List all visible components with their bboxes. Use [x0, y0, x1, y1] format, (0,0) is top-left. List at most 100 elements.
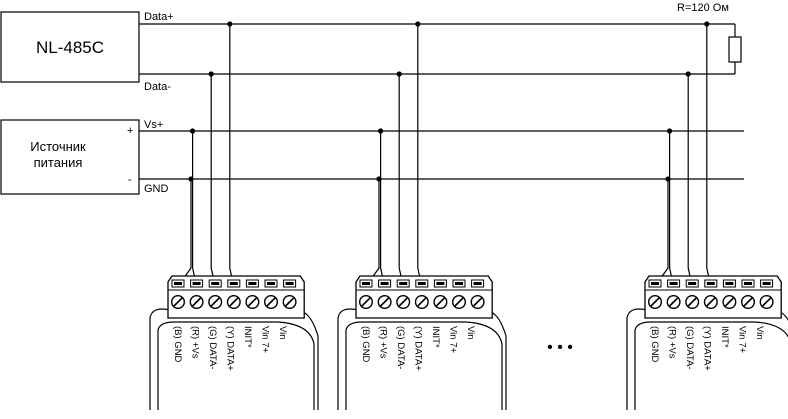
module-1-screw-slot-2 — [192, 297, 202, 307]
module-3: (B) GND(R) +Vs(G) DATA-(Y) DATA+INIT*Vin… — [626, 21, 788, 410]
bus-lines — [139, 23, 744, 180]
module-1-terminal-label-7: Vin — [277, 326, 288, 340]
module-1-junction-vs — [190, 128, 196, 134]
module-2-wire-gnd — [365, 179, 380, 287]
power-supply-label-line1: Источник — [30, 139, 86, 154]
module-1-slot-inner-2 — [192, 282, 201, 285]
module-2-terminal-label-4: (Y) DATA+ — [413, 326, 424, 371]
module-3-slot-inner-3 — [688, 282, 697, 285]
module-1-terminal-label-4: (Y) DATA+ — [225, 326, 236, 371]
module-2-screw-slot-1 — [361, 297, 371, 307]
power-supply-block: Источник питания + - Vs+ GND — [0, 119, 169, 195]
module-2-terminal-label-5: INIT* — [430, 326, 441, 348]
module-1-terminal-label-3: (G) DATA- — [207, 326, 218, 369]
module-3-screw-slot-7 — [762, 297, 772, 307]
resistor-label: R=120 Ом — [677, 2, 729, 14]
module-2-terminal-label-1: (B) GND — [360, 326, 371, 363]
module-3-slot-inner-5 — [725, 282, 734, 285]
module-3-wire-dataMinus — [687, 74, 693, 287]
module-2-screw-slot-4 — [417, 297, 427, 307]
module-3-slot-inner-2 — [669, 282, 678, 285]
module-1-screw-slot-4 — [229, 297, 239, 307]
module-1-slot-inner-1 — [174, 282, 182, 285]
gnd-label: GND — [144, 183, 169, 195]
module-2-slot-inner-3 — [399, 282, 408, 285]
module-2-screw-slot-7 — [473, 297, 483, 307]
module-3-terminal-label-3: (G) DATA- — [684, 326, 695, 369]
module-3-terminal-label-7: Vin — [754, 326, 765, 340]
module-1-terminal-label-5: INIT* — [242, 326, 253, 348]
module-2-slot-inner-6 — [455, 282, 463, 285]
module-2-screw-slot-3 — [398, 297, 408, 307]
module-3-slot-inner-7 — [762, 282, 771, 285]
module-1-screw-slot-6 — [266, 297, 276, 307]
module-1-screw-slot-1 — [173, 297, 183, 307]
power-supply-label-line2: питания — [34, 155, 83, 170]
module-1-wire-dataPlus — [229, 24, 235, 287]
module-1-terminal-label-2: (R) +Vs — [190, 326, 201, 359]
module-2-slot-inner-7 — [473, 282, 482, 285]
module-3-screw-slot-4 — [706, 297, 716, 307]
module-1-terminal-label-1: (B) GND — [172, 326, 183, 363]
module-2-card-inner — [345, 321, 503, 410]
module-2-wire-vs — [380, 131, 386, 287]
module-1-slot-inner-3 — [211, 282, 220, 285]
module-1-terminal-label-6: Vin 7+ — [260, 326, 271, 353]
module-1-junction-dataPlus — [227, 21, 233, 27]
module-2: (B) GND (R) +Vs (G) DATA- (Y) DATA+ INIT* Vin… — [337, 21, 507, 410]
module-3-wire-gnd — [654, 179, 669, 287]
terminating-resistor — [728, 24, 742, 74]
module-3-terminal-label-4: (Y) DATA+ — [702, 326, 713, 371]
module-3-slot-inner-1 — [651, 282, 659, 285]
module-3-screw-slot-3 — [687, 297, 697, 307]
module-3-junction-dataPlus — [704, 21, 710, 27]
module-3-terminal-label-6: Vin 7+ — [737, 326, 748, 353]
module-1-slot-inner-5 — [248, 282, 257, 285]
module-1-slot-inner-6 — [267, 282, 275, 285]
module-1-card-inner — [157, 321, 315, 410]
module-1-wire-dataMinus — [210, 74, 216, 287]
module-1-wire-gnd — [177, 179, 192, 287]
module-3-screw-slot-1 — [650, 297, 660, 307]
module-2-terminal-label-6: Vin 7+ — [448, 326, 459, 353]
module-3-terminal-label-2: (R) +Vs — [667, 326, 678, 359]
module-2-terminal-label-2: (R) +Vs — [378, 326, 389, 359]
module-2-screw-slot-5 — [435, 297, 445, 307]
module-2-terminal-label-3: (G) DATA- — [395, 326, 406, 369]
module-1-wire-vs — [192, 131, 198, 287]
module-2-screw-slot-2 — [380, 297, 390, 307]
minus-terminal-mark: - — [128, 174, 132, 186]
module-3-slot-inner-6 — [744, 282, 752, 285]
power-supply-box — [0, 119, 140, 195]
module-1-screw-slot-3 — [210, 297, 220, 307]
module-3-wire-dataPlus — [706, 24, 712, 287]
converter-box — [0, 11, 140, 83]
module-2-terminal-label-7: Vin — [465, 326, 476, 340]
module-3-screw-slot-5 — [724, 297, 734, 307]
module-1: (B) GND (R) +Vs (G) DATA- (Y) DATA+ INIT* Vin… — [149, 21, 319, 410]
plus-terminal-mark: + — [127, 125, 133, 137]
module-1-junction-dataMinus — [208, 71, 214, 77]
module-2-junction-dataPlus — [415, 21, 421, 27]
module-3-wire-vs — [669, 131, 675, 287]
module-2-junction-dataMinus — [396, 71, 402, 77]
module-2-junction-vs — [378, 128, 384, 134]
module-1-screw-slot-5 — [247, 297, 257, 307]
module-3-terminal-label-5: INIT* — [719, 326, 730, 348]
module-2-slot-inner-4 — [417, 282, 426, 285]
module-2-slot-inner-1 — [362, 282, 370, 285]
vs-plus-label: Vs+ — [144, 119, 163, 131]
modules-layer: (B) GND (R) +Vs (G) DATA- (Y) DATA+ INIT* Vin… — [149, 21, 788, 410]
module-1-slot-inner-7 — [285, 282, 294, 285]
module-3-junction-dataMinus — [685, 71, 691, 77]
module-2-screw-slot-6 — [454, 297, 464, 307]
more-modules-ellipsis: • • • — [547, 339, 573, 356]
module-3-junction-vs — [667, 128, 673, 134]
module-2-wire-dataMinus — [398, 74, 404, 287]
module-2-slot-inner-2 — [380, 282, 389, 285]
module-3-screw-slot-6 — [743, 297, 753, 307]
module-2-slot-inner-5 — [436, 282, 445, 285]
converter-block: NL-485C Data+ Data- — [0, 11, 174, 93]
